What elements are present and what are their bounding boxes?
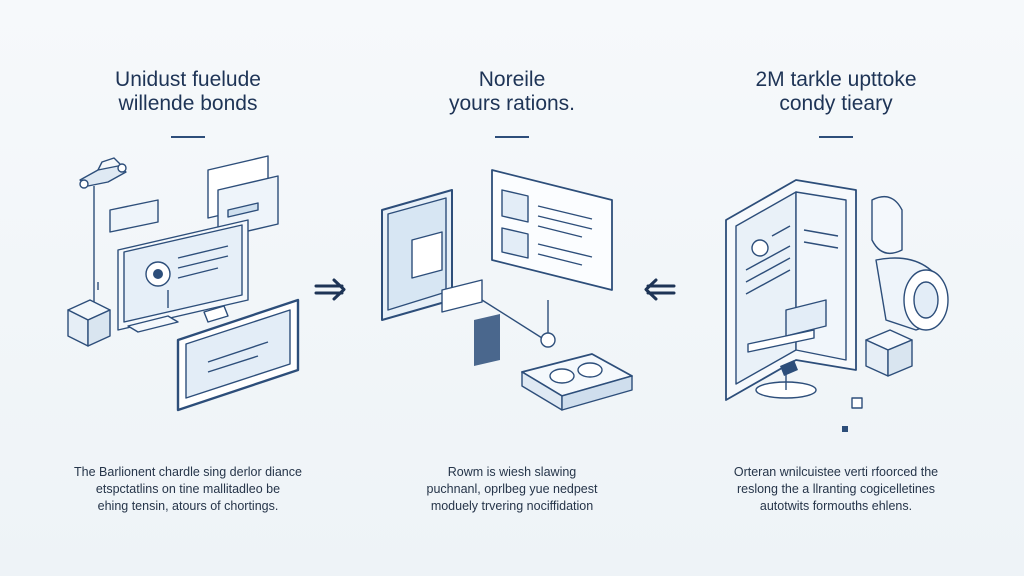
monitor [491, 169, 613, 291]
tray [521, 353, 633, 411]
step-3-title-line-2: condy tieary [779, 92, 893, 115]
step-panel-1: Unidust fuelude willende bonds [28, 0, 348, 576]
step-2-description: Rowm is wiesh slawing puchnanl, oprlbeg … [352, 464, 672, 515]
step-2-desc-line-2: puchnanl, oprlbeg yue nedpest [426, 482, 598, 496]
step-3-title-line-1: 2M tarkle upttoke [755, 68, 917, 91]
small-pad [127, 315, 179, 333]
step-3-desc-line-1: Orteran wnilcuistee verti rfoorced the [733, 465, 939, 479]
step-2-illustration [381, 169, 633, 411]
step-3-desc-line-2: reslong the a llranting cogicelletines [736, 482, 936, 496]
step-1-title: Unidust fuelude willende bonds [28, 68, 348, 116]
small-cards [441, 279, 556, 366]
step-2-title-rule [495, 136, 529, 138]
step-3-description: Orteran wnilcuistee verti rfoorced the r… [676, 464, 996, 515]
step-1-desc-line-1: The Barlionent chardle sing derlor dianc… [74, 465, 302, 479]
dome-gadget [871, 196, 949, 331]
step-1-title-line-1: Unidust fuelude [115, 68, 261, 91]
step-2-title: Noreile yours rations. [352, 68, 672, 116]
small-cube [67, 299, 111, 347]
step-1-description: The Barlionent chardle sing derlor dianc… [28, 464, 348, 515]
step-panel-2: Noreile yours rations. [352, 0, 672, 576]
step-2-desc-line-3: moduely trvering nociffidation [430, 499, 594, 513]
step-1-desc-line-3: ehing tensin, atours of chortings. [97, 499, 279, 513]
step-3-title-rule [819, 136, 853, 138]
arrow-left-icon [644, 278, 676, 301]
step-2-title-line-2: yours rations. [448, 92, 576, 115]
step-2-desc-line-1: Rowm is wiesh slawing [447, 465, 577, 479]
step-panel-3: 2M tarkle upttoke condy tieary [676, 0, 996, 576]
step-3-desc-line-3: autotwits formouths ehlens. [759, 499, 913, 513]
step-1-desc-line-2: etspctatlins on tine mallitadleo be [95, 482, 281, 496]
step-1-title-rule [171, 136, 205, 138]
step-1-illustration [67, 155, 300, 412]
cube-right [865, 329, 913, 377]
step-2-title-line-1: Noreile [478, 68, 546, 91]
standing-device [381, 189, 453, 321]
drone-icon [79, 157, 127, 189]
desk-lamp [747, 329, 817, 399]
step-3-title: 2M tarkle upttoke condy tieary [676, 68, 996, 116]
top-cards [109, 155, 279, 239]
step-3-illustration [725, 179, 949, 432]
bottom-tablet [176, 298, 300, 412]
main-document [117, 219, 249, 331]
arrow-right-icon [314, 278, 346, 301]
step-1-title-line-2: willende bonds [118, 92, 258, 115]
